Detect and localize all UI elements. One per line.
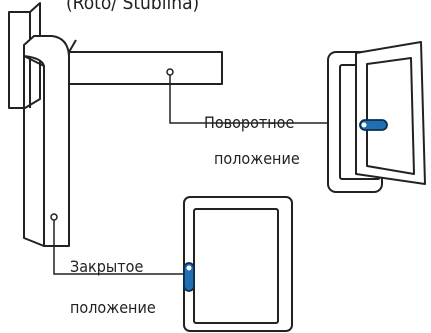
- label-rotary-line2: положение: [214, 149, 300, 168]
- window-closed-icon: [183, 196, 293, 332]
- leader-line-rotary: [169, 75, 340, 124]
- window-handle: [8, 2, 223, 247]
- window-sash-open: [355, 41, 426, 185]
- window-frame-closed: [183, 196, 293, 332]
- label-closed-line1: Закрытое: [70, 257, 143, 276]
- handle-knob-dot: [361, 122, 367, 128]
- title-partial: (Roto/ Stublina): [66, 0, 199, 14]
- handle-knob-dot-closed: [186, 265, 192, 271]
- handle-lever-vertical: [23, 35, 70, 247]
- window-handle-horizontal: [359, 119, 388, 131]
- handle-lever-horizontal: [68, 51, 223, 85]
- leader-lines: [53, 75, 340, 275]
- window-handle-vertical: [183, 262, 195, 292]
- label-closed-line2: положение: [70, 298, 156, 317]
- pivot-point-closed: [50, 213, 58, 221]
- leader-line-closed: [53, 220, 184, 275]
- pivot-point-rotary: [166, 68, 174, 76]
- window-open-icon: [327, 41, 426, 193]
- label-rotary-line1: Поворотное: [204, 113, 294, 132]
